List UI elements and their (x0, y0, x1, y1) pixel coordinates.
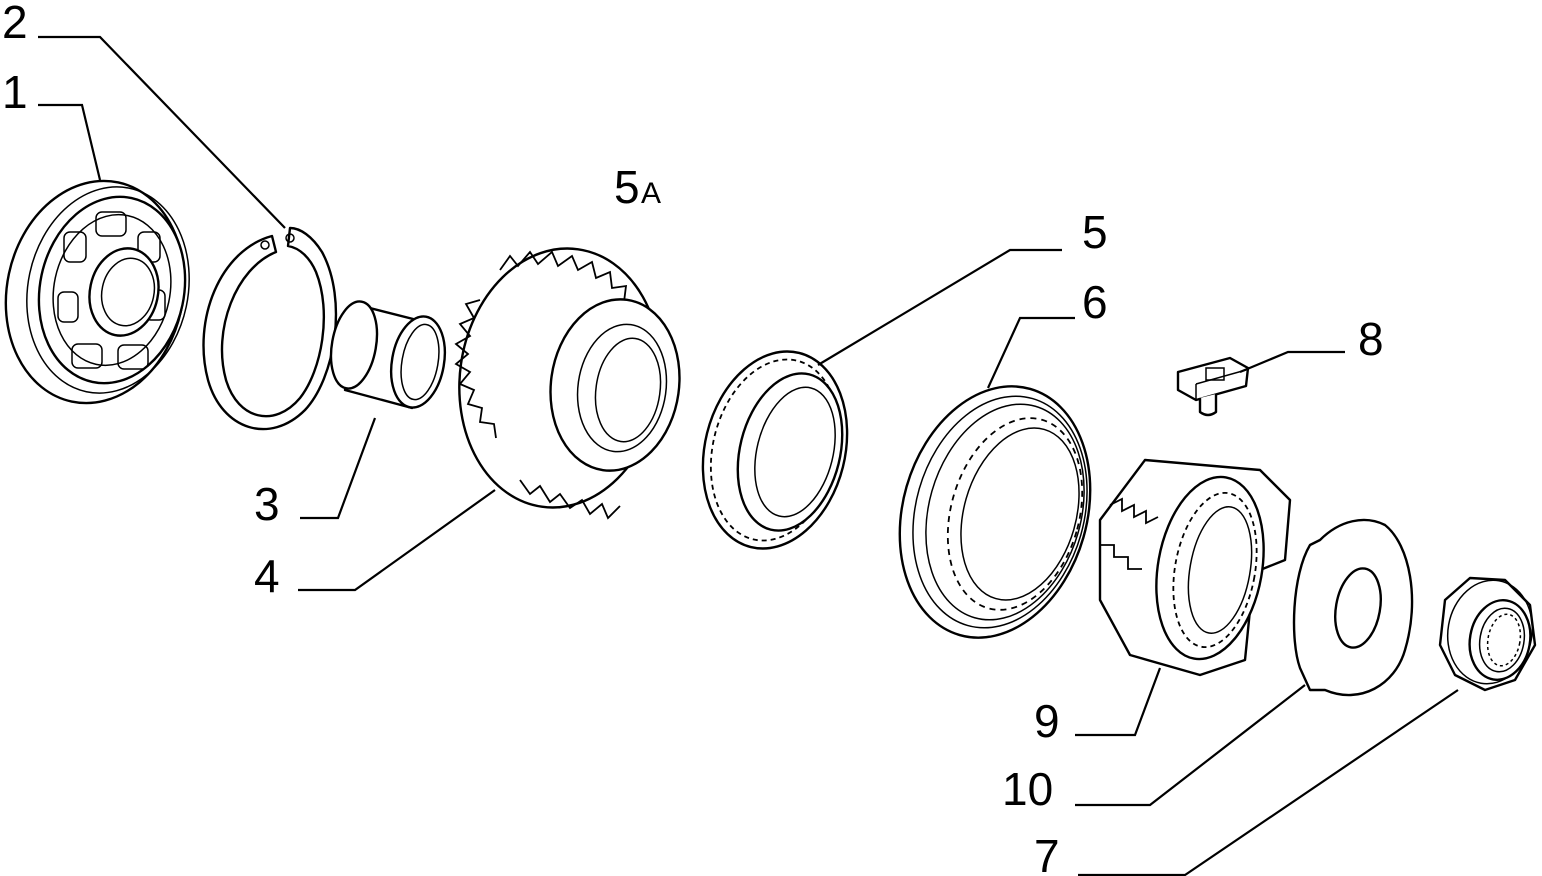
leader-3 (300, 417, 377, 520)
leader-10 (1075, 684, 1306, 807)
leader-4 (298, 489, 496, 592)
part-8-key (1176, 356, 1250, 417)
part-3-bushing (329, 300, 447, 410)
part-5-synchro-ring (701, 350, 849, 550)
callout-6: 6 (1082, 276, 1108, 328)
callout-labels: 1 2 3 4 5 A 5 6 8 9 10 7 (2, 0, 1384, 876)
part-6-sleeve (898, 385, 1092, 639)
part-7-nut (1438, 576, 1537, 692)
leader-8 (1239, 350, 1345, 374)
leader-lines (38, 35, 1459, 876)
callout-8: 8 (1358, 313, 1384, 365)
callout-5: 5 (1082, 206, 1108, 258)
callout-3: 3 (254, 478, 280, 530)
callout-1: 1 (2, 66, 28, 118)
part-10-washer (1292, 518, 1414, 697)
part-9-hub (1098, 458, 1292, 677)
callout-2: 2 (2, 0, 28, 48)
callout-10: 10 (1002, 763, 1053, 815)
part-1-bearing (4, 179, 190, 405)
leader-6 (986, 316, 1075, 389)
callout-9: 9 (1034, 695, 1060, 747)
part-4-gear (454, 247, 681, 520)
leader-1 (38, 103, 102, 181)
leader-5 (817, 248, 1062, 366)
callout-5a-number: 5 (614, 161, 640, 213)
callout-4: 4 (254, 550, 280, 602)
callout-5a-letter: A (641, 177, 661, 210)
leader-2 (38, 35, 286, 229)
leader-7 (1078, 689, 1459, 876)
leader-9 (1075, 667, 1162, 737)
callout-7: 7 (1034, 830, 1060, 876)
part-2-circlip (202, 226, 338, 431)
